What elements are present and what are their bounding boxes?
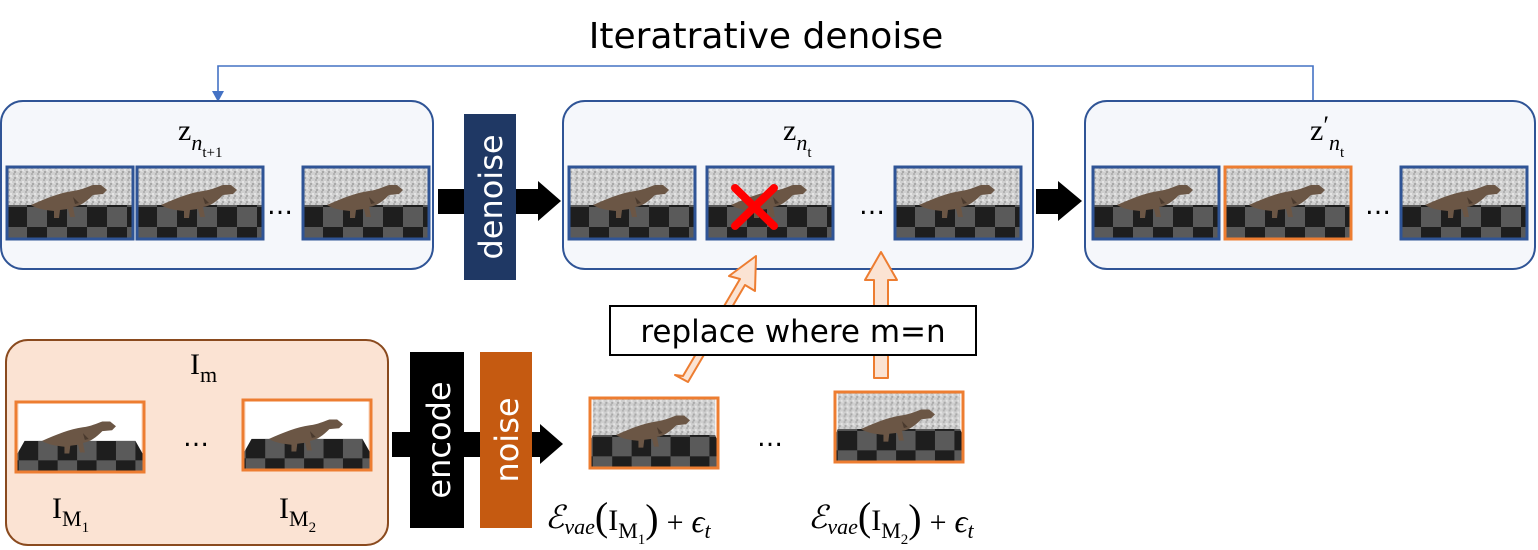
latent-label-z-t: znt (783, 114, 812, 161)
dinosaur-frame-icon (557, 167, 707, 239)
dinosaur-frame-icon (826, 392, 972, 462)
latent-label-z-t-plus-1: znt+1 (178, 114, 222, 161)
denoise-block: denoise (464, 114, 516, 280)
ellipsis: … (757, 423, 783, 453)
dinosaur-frame-icon (291, 167, 441, 239)
arrow-down-icon (212, 91, 224, 102)
dinosaur-frame-icon (581, 398, 727, 468)
dinosaur-frame-icon (0, 167, 145, 239)
dinosaur-frame-icon (234, 400, 380, 470)
encode-label: encode (420, 381, 458, 498)
diagram-title: Iteratrative denoise (589, 16, 943, 57)
latent-label-z-prime-t: z′nt (1310, 111, 1345, 161)
noise-label: noise (488, 397, 526, 482)
latent-box-t: znt … (557, 100, 1034, 270)
encode-block: encode (410, 352, 464, 528)
ellipsis: … (267, 191, 293, 221)
denoise-label: denoise (472, 134, 510, 259)
noise-block: noise (480, 352, 532, 528)
keyframe-box: Im … IM1 IM2 (5, 339, 389, 546)
dinosaur-frame-icon (883, 167, 1033, 239)
dinosaur-frame-icon (1213, 167, 1363, 239)
dinosaur-frame-icon (125, 167, 275, 239)
keyframe-label-I-m: Im (190, 348, 217, 387)
frame-label-I-M2: IM2 (279, 492, 316, 536)
ellipsis: … (1365, 191, 1391, 221)
dinosaur-frame-icon (1389, 167, 1538, 239)
replace-label-box: replace where m=n (609, 305, 977, 356)
frame-label-I-M1: IM1 (52, 492, 89, 536)
replace-label: replace where m=n (640, 314, 945, 350)
latent-box-t-plus-1: znt+1 … (0, 100, 441, 270)
ellipsis: … (183, 423, 209, 453)
cross-icon (731, 184, 778, 230)
latent-box-t-prime: z′nt … (1081, 100, 1538, 270)
latent-formula-1: ℰvae(IM1)+ϵt (545, 494, 711, 548)
dinosaur-frame-icon (695, 167, 845, 239)
dinosaur-frame-icon (7, 402, 153, 472)
dinosaur-frame-icon (1081, 167, 1231, 239)
arrow-right-icon (1036, 181, 1082, 221)
feedback-line (217, 65, 1314, 100)
latent-formula-2: ℰvae(IM2)+ϵt (808, 494, 974, 548)
ellipsis: … (859, 191, 885, 221)
